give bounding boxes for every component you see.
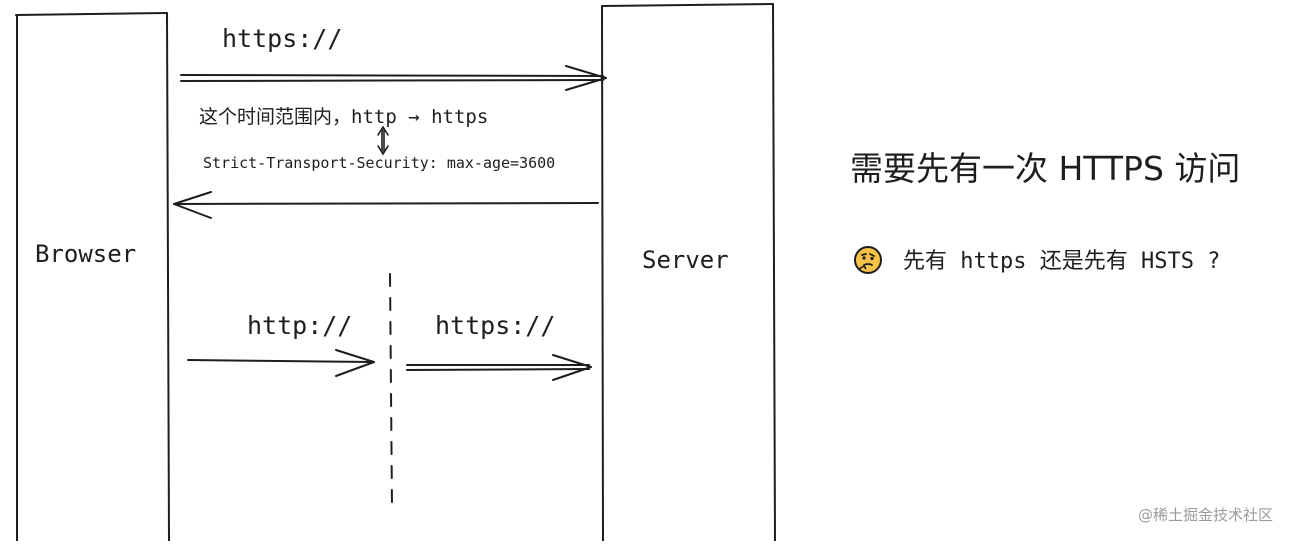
https-arrow	[406, 354, 592, 381]
side-question: 先有 https 还是先有 HSTS ?	[903, 249, 1221, 274]
footer-watermark: @稀土掘金技术社区	[1138, 506, 1274, 524]
hsts-header-label: Strict-Transport-Security: max-age=3600	[203, 154, 556, 172]
http-arrow	[187, 349, 375, 377]
double-arrow-icon	[377, 125, 389, 156]
thinking-face-icon	[854, 246, 882, 274]
redirect-divider	[389, 273, 393, 508]
http-label: http://	[247, 311, 353, 340]
server-label: Server	[642, 246, 729, 274]
server-box	[601, 3, 776, 542]
browser-label: Browser	[35, 240, 137, 268]
request-arrow-https	[180, 65, 607, 91]
side-heading: 需要先有一次 HTTPS 访问	[850, 149, 1241, 188]
https-label: https://	[435, 311, 556, 340]
browser-box	[15, 12, 170, 542]
response-arrow	[173, 191, 599, 219]
top-request-label: https://	[222, 24, 343, 53]
time-range-note: 这个时间范围内，http → https	[199, 106, 489, 128]
